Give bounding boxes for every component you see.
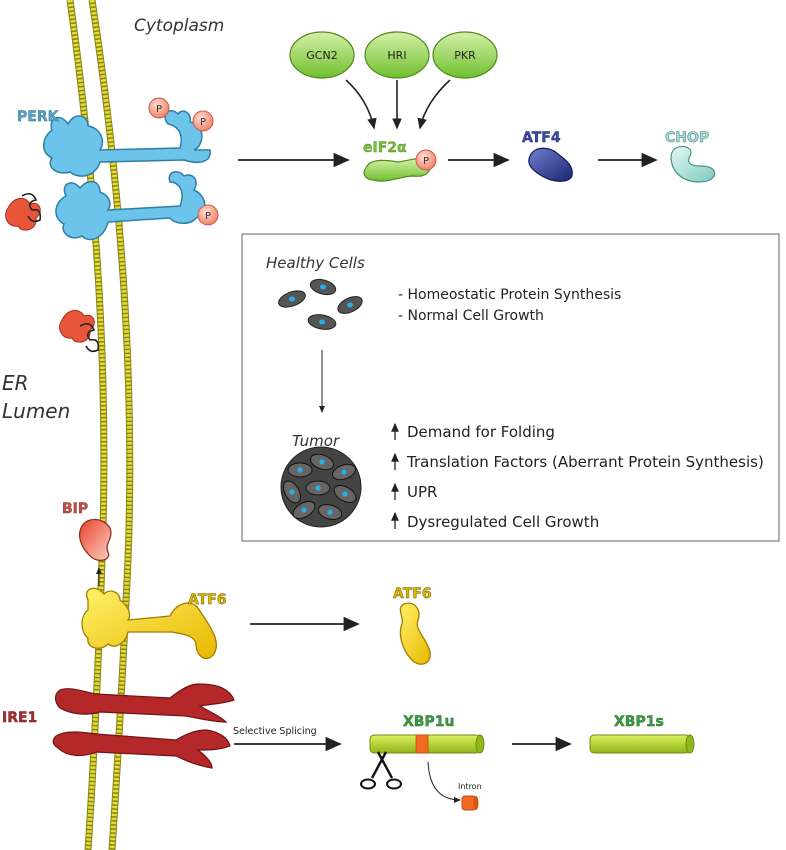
phospho-label: P bbox=[205, 211, 211, 222]
chop-label: CHOP bbox=[665, 130, 709, 146]
healthy-cells-title: Healthy Cells bbox=[266, 254, 365, 272]
kinase-pkr: PKR bbox=[432, 31, 498, 79]
tumor-point: Dysregulated Cell Growth bbox=[407, 513, 599, 531]
misfolded-protein-icon bbox=[59, 310, 100, 353]
atf6-label: ATF6 bbox=[188, 592, 227, 608]
kinase-gcn2: GCN2 bbox=[289, 31, 355, 79]
chop-protein bbox=[670, 145, 716, 183]
perk-dimer: P P P bbox=[43, 97, 219, 241]
atf6-membrane-protein bbox=[81, 587, 217, 660]
eif2a-label: eIF2α bbox=[363, 140, 407, 156]
intron-label: Intron bbox=[458, 782, 482, 791]
kinase-label: PKR bbox=[454, 49, 476, 62]
bip-label: BIP bbox=[62, 501, 88, 517]
pkr-arrow bbox=[417, 79, 451, 130]
healthy-point: - Homeostatic Protein Synthesis bbox=[398, 287, 621, 303]
phospho-label: P bbox=[200, 117, 206, 128]
intron-arrow bbox=[427, 761, 461, 803]
phospho-label: P bbox=[423, 156, 429, 167]
atf4-label: ATF4 bbox=[522, 130, 561, 146]
misfolded-protein-icon bbox=[5, 192, 42, 231]
cytoplasm-label: Cytoplasm bbox=[134, 16, 224, 36]
kinase-label: GCN2 bbox=[306, 49, 337, 62]
scissors-icon bbox=[360, 751, 402, 790]
lumen-label: Lumen bbox=[2, 399, 70, 423]
xbp1s-rod bbox=[589, 734, 695, 754]
perk-label: PERK bbox=[17, 109, 60, 125]
ire1-dimer bbox=[52, 683, 235, 769]
intron-fragment bbox=[461, 795, 479, 811]
xbp1u-label: XBP1u bbox=[403, 714, 454, 730]
eif2a-protein: P bbox=[363, 149, 437, 182]
selective-splicing-label: Selective Splicing bbox=[233, 726, 317, 737]
atf4-protein bbox=[528, 147, 573, 182]
tumor-title: Tumor bbox=[292, 432, 340, 450]
er-label: ER bbox=[2, 371, 29, 395]
kinase-label: HRI bbox=[387, 49, 406, 62]
xbp1s-label: XBP1s bbox=[614, 714, 664, 730]
tumor-point: Demand for Folding bbox=[407, 423, 555, 441]
healthy-cells-icon bbox=[278, 278, 363, 330]
ire1-label: IRE1 bbox=[2, 710, 37, 726]
atf6-cleaved-protein bbox=[399, 602, 431, 665]
xbp1u-rod bbox=[369, 734, 485, 754]
phospho-label: P bbox=[156, 104, 162, 115]
atf6-cleaved-label: ATF6 bbox=[393, 586, 432, 602]
tumor-icon bbox=[280, 446, 362, 528]
bip-protein bbox=[78, 518, 112, 561]
tumor-point: UPR bbox=[407, 483, 437, 501]
gcn2-arrow bbox=[345, 79, 377, 130]
healthy-point: - Normal Cell Growth bbox=[398, 308, 544, 324]
tumor-point: Translation Factors (Aberrant Protein Sy… bbox=[406, 453, 764, 471]
inset-box bbox=[241, 233, 780, 542]
kinase-hri: HRI bbox=[364, 31, 430, 79]
